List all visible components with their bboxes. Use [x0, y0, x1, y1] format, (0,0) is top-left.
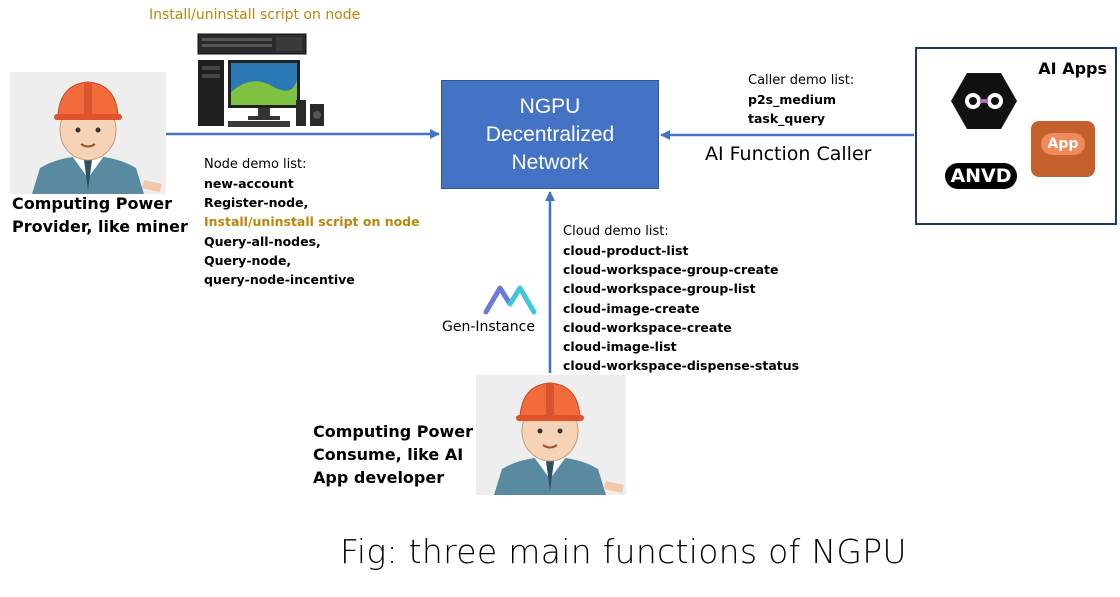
cloud-list-item: cloud-image-list — [563, 339, 677, 355]
caller-list-title: Caller demo list: — [748, 73, 855, 88]
cloud-list-item: cloud-workspace-group-create — [563, 262, 779, 278]
caller-demo-list: Caller demo list: p2s_medium task_query — [748, 71, 854, 128]
ai-apps-title: AI Apps — [1038, 59, 1107, 78]
ngpu-network-box: NGPU Decentralized Network — [441, 80, 659, 189]
server-computer-icon — [197, 33, 324, 127]
cloud-list-item: cloud-workspace-create — [563, 319, 732, 335]
gen-instance-label: Gen-Instance — [442, 319, 535, 335]
node-list-item: Query-all-nodes, — [204, 233, 321, 249]
caller-list-item: task_query — [748, 111, 826, 127]
ngpu-line-2: Decentralized — [485, 122, 615, 146]
cloud-list-item: cloud-workspace-group-list — [563, 281, 756, 297]
anvd-logo: ANVD — [945, 163, 1017, 189]
ngpu-line-3: Network — [511, 150, 589, 174]
node-list-title: Node demo list: — [204, 157, 307, 172]
cloud-list-item: cloud-image-create — [563, 300, 700, 316]
consumer-label: Computing Power Consume, like AI App dev… — [313, 422, 474, 487]
ai-apps-box: AI Apps ANVD App — [915, 47, 1117, 225]
app-store-icon: App — [1031, 121, 1095, 177]
ngpu-line-1: NGPU — [519, 94, 581, 118]
app-badge: App — [1041, 133, 1085, 155]
cloud-list-item: cloud-workspace-dispense-status — [563, 358, 800, 374]
cloud-list-item: cloud-product-list — [563, 243, 689, 258]
node-list-item-highlight: Install/uninstall script on node — [204, 214, 420, 230]
node-demo-list: Node demo list: new-account Register-nod… — [204, 155, 420, 289]
cloud-demo-list: Cloud demo list: cloud-product-list clou… — [563, 222, 799, 375]
caller-list-item: p2s_medium — [748, 92, 836, 107]
ai-function-caller-label: AI Function Caller — [705, 143, 872, 165]
provider-worker-icon — [10, 72, 166, 194]
node-list-item: Query-node, — [204, 252, 292, 268]
gen-instance-logo-icon — [483, 285, 537, 315]
provider-label: Computing Power Provider, like miner — [12, 194, 188, 236]
node-list-item: Register-node, — [204, 195, 309, 211]
server-caption: Install/uninstall script on node — [149, 7, 361, 23]
figure-caption: Fig: three main functions of NGPU — [340, 532, 907, 571]
consumer-worker-icon — [476, 375, 626, 495]
cloud-list-title: Cloud demo list: — [563, 224, 669, 239]
robot-app-icon — [951, 73, 1017, 129]
node-list-item: query-node-incentive — [204, 272, 355, 288]
node-list-item: new-account — [204, 176, 294, 191]
